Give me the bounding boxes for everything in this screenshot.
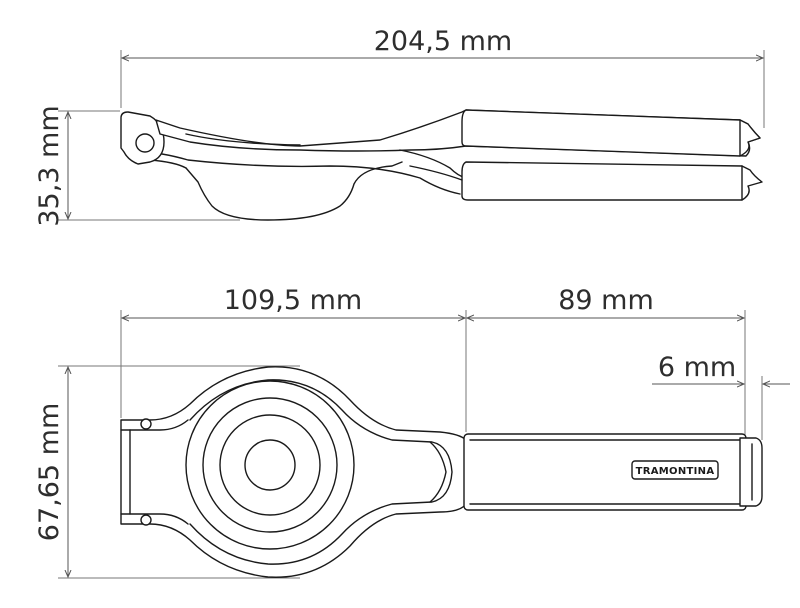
- side-lower-handle: [461, 161, 763, 201]
- top-hinge-screw-bottom-icon: [140, 514, 152, 526]
- top-hinge-screw-icon: [140, 418, 152, 430]
- top-handle-cap: [739, 437, 763, 507]
- side-height-label: 35,3 mm: [34, 105, 65, 226]
- overall-length-label: 204,5 mm: [374, 26, 512, 57]
- top-view: 109,5 mm 89 mm 6 mm 67,65 mm: [34, 285, 790, 579]
- bowl-section-label: 109,5 mm: [224, 285, 362, 316]
- side-upper-handle: [461, 109, 761, 157]
- brand-plate: [631, 460, 719, 480]
- side-view: 204,5 mm 35,3 mm: [34, 26, 765, 227]
- side-lower-arm: [139, 151, 461, 195]
- handle-tip-label: 6 mm: [658, 352, 736, 383]
- side-bowl: [185, 161, 403, 221]
- handle-section-label: 89 mm: [558, 285, 654, 316]
- hinge-pin-icon: [135, 133, 155, 153]
- brand-logo: TRAMONTINA: [636, 466, 715, 477]
- width-label: 67,65 mm: [34, 403, 65, 541]
- press-plate-center: [244, 439, 296, 491]
